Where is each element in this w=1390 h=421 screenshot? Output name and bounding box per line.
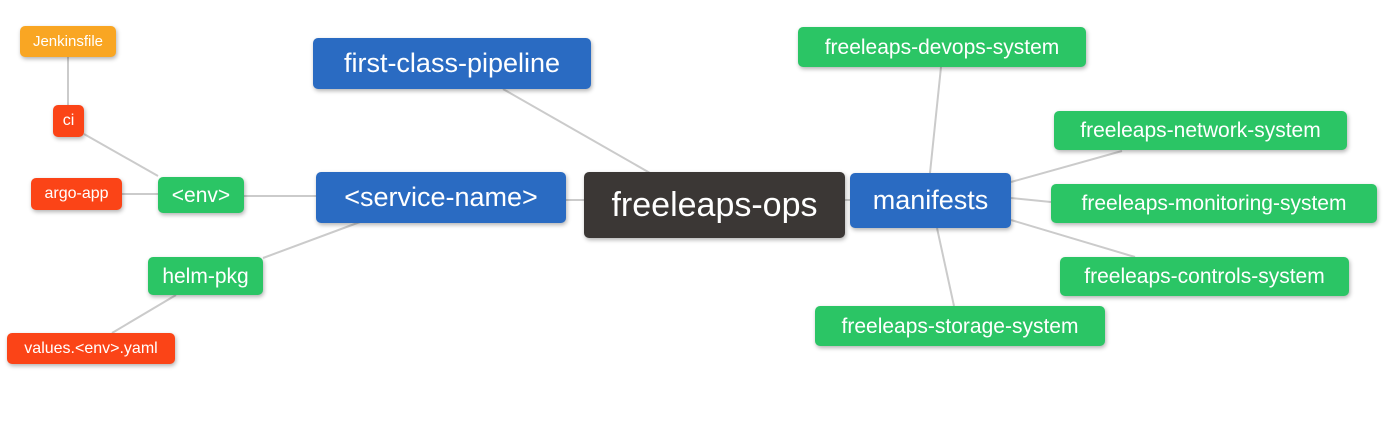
node-freeleaps-storage-system[interactable]: freeleaps-storage-system [815, 306, 1105, 346]
node-first-class-pipeline[interactable]: first-class-pipeline [313, 38, 591, 89]
node-ci[interactable]: ci [53, 105, 84, 137]
edge-helm-pkg-service-name [262, 221, 361, 259]
node-values-env-yaml[interactable]: values.<env>.yaml [7, 333, 175, 364]
edge-manifests-network [1010, 150, 1123, 183]
node-jenkinsfile[interactable]: Jenkinsfile [20, 26, 116, 57]
node-freeleaps-devops-system[interactable]: freeleaps-devops-system [798, 27, 1086, 67]
node-env[interactable]: <env> [158, 177, 244, 213]
node-helm-pkg[interactable]: helm-pkg [148, 257, 263, 295]
node-service-name[interactable]: <service-name> [316, 172, 566, 223]
node-freeleaps-monitoring-system[interactable]: freeleaps-monitoring-system [1051, 184, 1377, 223]
node-freeleaps-controls-system[interactable]: freeleaps-controls-system [1060, 257, 1349, 296]
node-manifests[interactable]: manifests [850, 173, 1011, 228]
edge-fcp-root [502, 88, 651, 174]
edge-manifests-storage [936, 227, 955, 307]
edge-manifests-devops [929, 66, 942, 174]
edge-manifests-monitoring [1010, 197, 1052, 203]
node-argo-app[interactable]: argo-app [31, 178, 122, 210]
edge-manifests-controls [1010, 219, 1136, 258]
edge-values-helm-pkg [111, 294, 177, 334]
node-freeleaps-network-system[interactable]: freeleaps-network-system [1054, 111, 1347, 150]
edge-ci-env [83, 133, 159, 177]
node-freeleaps-ops-root[interactable]: freeleaps-ops [584, 172, 845, 238]
